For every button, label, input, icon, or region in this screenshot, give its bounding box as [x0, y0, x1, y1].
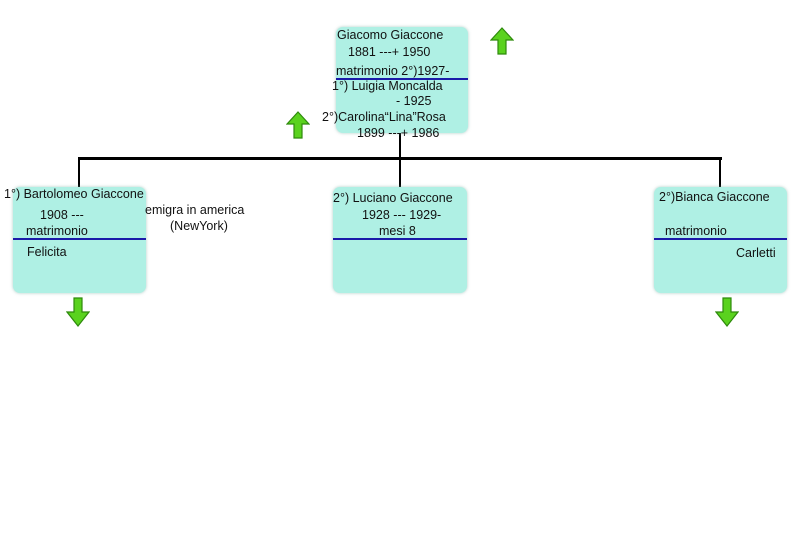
arrow-up-icon[interactable]	[286, 111, 310, 139]
person-card-giacomo[interactable]	[336, 27, 468, 133]
bartolomeo-marriage: matrimonio	[26, 224, 88, 238]
bartolomeo-name: 1°) Bartolomeo Giaccone	[4, 187, 144, 201]
bianca-marriage: matrimonio	[665, 224, 727, 238]
luciano-life: 1928 --- 1929-	[362, 208, 442, 222]
bianca-spouse: Carletti	[736, 246, 776, 260]
arrow-down-icon[interactable]	[715, 297, 739, 327]
person-card-bartolomeo[interactable]	[13, 187, 146, 293]
person-card-bianca[interactable]	[654, 187, 787, 293]
bartolomeo-note-line2: (NewYork)	[170, 219, 228, 233]
luciano-separator	[333, 238, 467, 240]
luciano-age: mesi 8	[379, 224, 416, 238]
bianca-separator	[654, 238, 787, 240]
person-card-luciano[interactable]	[333, 187, 467, 293]
luciano-name: 2°) Luciano Giaccone	[333, 191, 453, 205]
arrow-down-icon[interactable]	[66, 297, 90, 327]
bartolomeo-life: 1908 ---	[40, 208, 84, 222]
root-spouse1-life: - 1925	[396, 94, 432, 108]
connector-left-drop	[78, 157, 80, 187]
bartolomeo-separator	[13, 238, 146, 240]
root-marriage-header: matrimonio 2°)1927-	[336, 64, 450, 78]
connector-right-drop	[719, 157, 721, 187]
root-spouse2-life: 1899 ---+ 1986	[357, 126, 440, 140]
connector-center-drop	[399, 157, 401, 187]
root-separator	[336, 78, 468, 80]
bianca-name: 2°)Bianca Giaccone	[659, 190, 770, 204]
arrow-up-icon[interactable]	[490, 27, 514, 55]
root-name: Giacomo Giaccone	[337, 28, 444, 42]
root-spouse1-name: 1°) Luigia Moncalda	[332, 79, 443, 93]
root-life: 1881 ---+ 1950	[348, 45, 431, 59]
bartolomeo-note-line1: emigra in america	[145, 203, 245, 217]
connector-root-down	[399, 133, 401, 159]
bartolomeo-spouse: Felicita	[27, 245, 67, 259]
root-spouse2-name: 2°)Carolina“Lina”Rosa	[322, 110, 446, 124]
